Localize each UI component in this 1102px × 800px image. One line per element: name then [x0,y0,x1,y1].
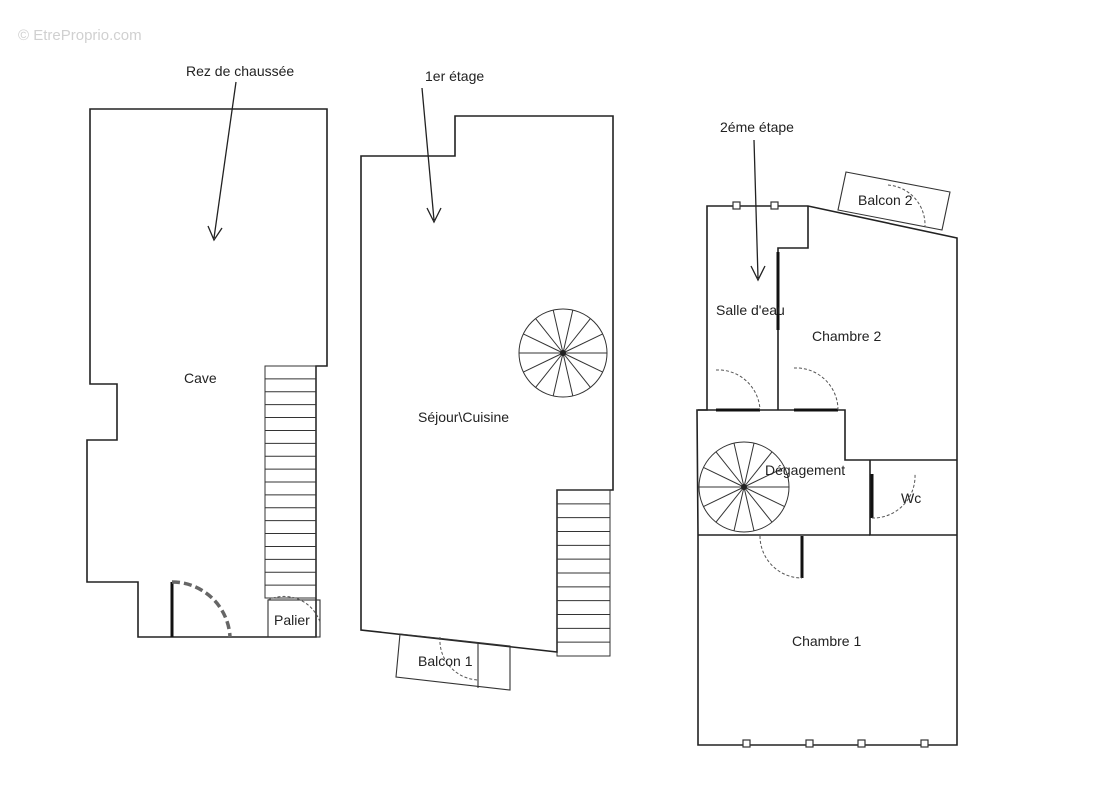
first-floor-arrow [421,87,442,224]
cave-entrance-door-arc [171,580,232,638]
chambre1-label: Chambre 1 [792,633,861,649]
palier-label: Palier [274,612,310,628]
palier-door-arc [267,595,321,623]
first-floor-stair [556,489,611,657]
cave-label: Cave [184,370,217,386]
salle-eau-label: Salle d'eau [716,302,785,318]
wc-label: Wc [901,490,921,506]
salle-eau-door-arc [715,369,761,411]
palier-room [267,599,321,638]
balcon2-outline [837,171,951,231]
second-floor-spiral-stair [698,441,790,533]
degagement-top-wall [698,409,957,461]
second-floor-plan: 2éme étape Balcon 2 [696,119,958,748]
degagement-label: Dégagement [765,462,845,478]
chambre1-door-arc [759,535,803,579]
first-floor-spiral-stair [518,308,608,398]
chambre2-door-arc [793,367,839,411]
ground-floor-outline [86,108,328,638]
sejour-label: Séjour\Cuisine [418,409,509,425]
balcon1-outline [395,633,511,691]
balcon1-label: Balcon 1 [418,653,473,669]
balcon1-door-arc [439,636,479,681]
ground-floor-plan: Rez de chaussée Palier Cave [86,63,328,638]
ground-floor-title: Rez de chaussée [186,63,294,79]
watermark-text: © EtreProprio.com [18,27,142,44]
balcon2-door-arc [887,184,926,227]
first-floor-plan: 1er étage Balcon 1 Séjour\Cuisine [360,68,614,691]
wc-door-arc [871,473,916,519]
first-floor-outline [360,115,614,653]
ground-floor-stair [264,365,317,599]
second-floor-arrow [750,139,766,282]
first-floor-title: 1er étage [425,68,484,84]
second-floor-title: 2éme étape [720,119,794,135]
chambre2-label: Chambre 2 [812,328,881,344]
balcon2-label: Balcon 2 [858,192,913,208]
ground-floor-arrow [207,81,237,242]
